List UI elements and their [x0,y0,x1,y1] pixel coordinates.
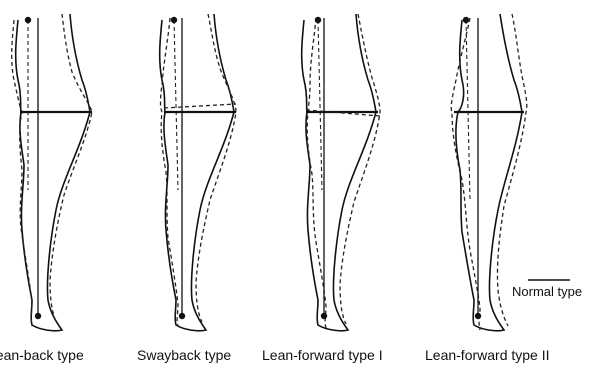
panel-lean-forward-1 [302,14,380,331]
ankle-landmark [475,313,481,319]
caption-lean-forward-1: Lean-forward type I [262,347,383,363]
ear-landmark [25,17,31,23]
legend: Normal type [512,280,582,299]
caption-lean-forward-2: Lean-forward type II [425,347,550,363]
variant-outline [307,14,380,328]
caption-lean-back: Lean-back type [0,347,84,363]
caption-swayback: Swayback type [137,347,231,363]
ear-landmark [171,17,177,23]
variant-plumb-line [174,20,178,190]
normal-outline [16,14,90,331]
variant-plumb-line [466,20,470,200]
panel-lean-back [12,14,92,331]
variant-pelvis-line [164,104,236,108]
normal-outline [302,14,376,331]
ankle-landmark [321,313,327,319]
ear-landmark [315,17,321,23]
normal-outline [160,14,234,331]
captions: Lean-back type Swayback type Lean-forwar… [0,347,550,363]
variant-plumb-line [318,20,322,190]
ankle-landmark [35,313,41,319]
panel-swayback [160,14,236,331]
ankle-landmark [179,313,185,319]
ear-landmark [463,17,469,23]
legend-label: Normal type [512,284,582,299]
